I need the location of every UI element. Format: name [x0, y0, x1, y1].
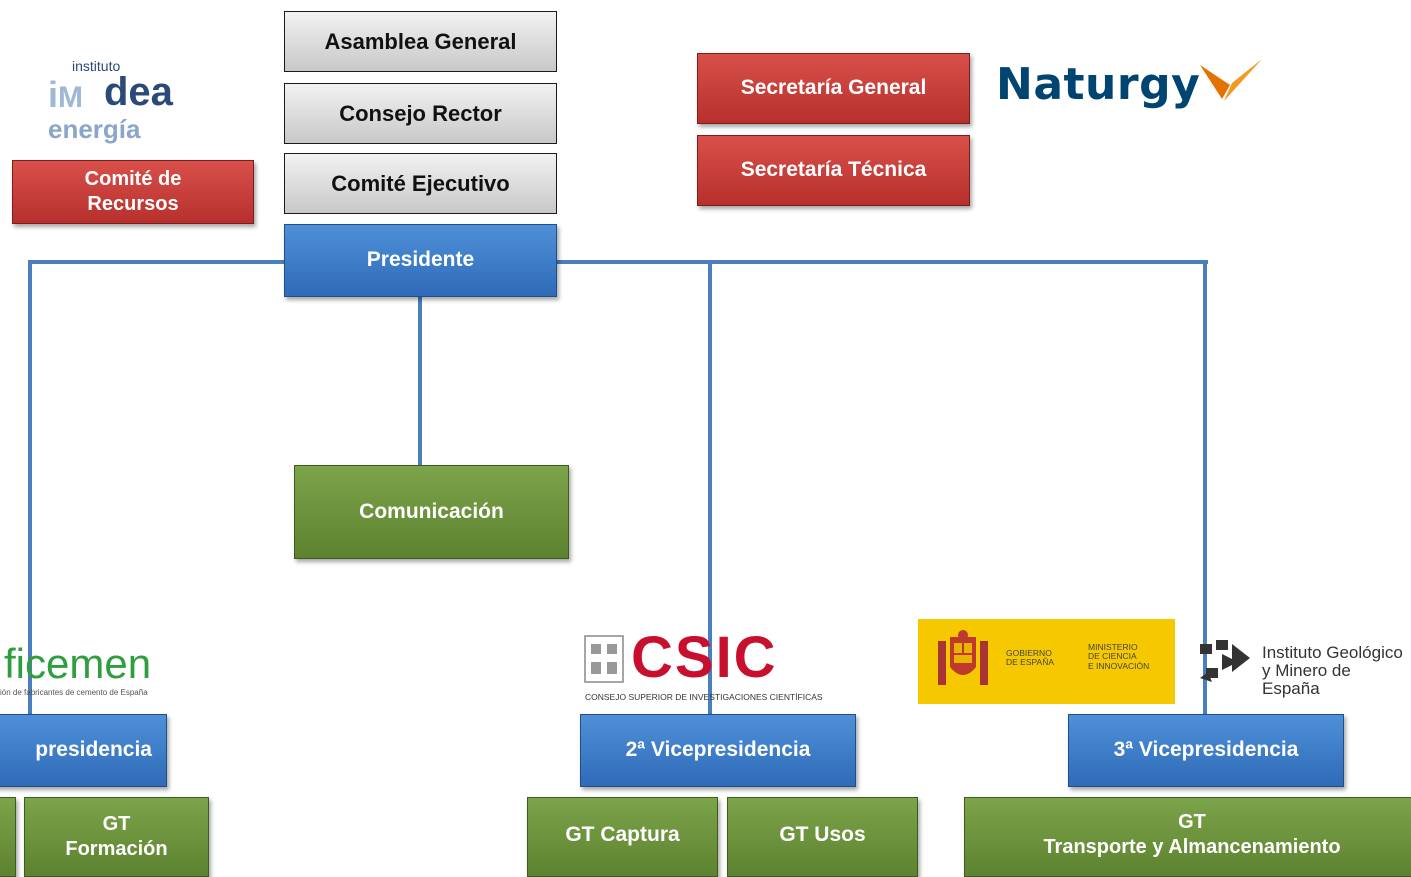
oficemen-logo: ficemen ión de fabricantes de cemento de…	[0, 640, 160, 700]
secretaria-general-box[interactable]: Secretaría General	[697, 53, 970, 124]
igme-text: Instituto Geológico y Minero de España	[1262, 643, 1403, 698]
connector-comunicacion-vertical	[418, 290, 422, 470]
first-vicepresidencia-box[interactable]: presidencia	[0, 714, 167, 787]
gobierno-text: GOBIERNO DE ESPAÑA	[1006, 648, 1055, 668]
first-vicepresidencia-label: presidencia	[35, 738, 152, 762]
gt-partial-left-box[interactable]	[0, 797, 16, 877]
oficemen-subtext: ión de fabricantes de cemento de España	[0, 688, 148, 697]
gt-transporte-almacenamiento-box[interactable]: GT Transporte y Almancenamiento	[964, 797, 1411, 877]
comite-ejecutivo-box[interactable]: Comité Ejecutivo	[284, 153, 557, 214]
imdea-sub-text: energía	[48, 114, 141, 144]
gobierno-ministerio-logo: GOBIERNO DE ESPAÑA MINISTERIO DE CIENCIA…	[918, 619, 1175, 704]
second-vicepresidencia-box[interactable]: 2ª Vicepresidencia	[580, 714, 856, 787]
imdea-energia-logo: instituto iM dea energía	[46, 58, 196, 158]
presidente-box[interactable]: Presidente	[284, 224, 557, 297]
consejo-rector-box[interactable]: Consejo Rector	[284, 83, 557, 144]
gt-usos-box[interactable]: GT Usos	[727, 797, 918, 877]
spain-coat-of-arms-icon	[938, 630, 988, 685]
csic-emblem-icon	[584, 635, 624, 683]
connector-second-vice-vertical	[708, 260, 712, 720]
csic-subtext: CONSEJO SUPERIOR DE INVESTIGACIONES CIEN…	[585, 692, 823, 702]
imdea-small-text: instituto	[72, 58, 121, 74]
csic-logo: CSIC CONSEJO SUPERIOR DE INVESTIGACIONES…	[583, 625, 845, 704]
igme-mark-icon	[1200, 640, 1250, 682]
connector-left-vertical	[28, 260, 32, 715]
asamblea-general-box[interactable]: Asamblea General	[284, 11, 557, 72]
naturgy-text: Naturgy	[996, 59, 1201, 110]
comite-recursos-box[interactable]: Comité de Recursos	[12, 160, 254, 224]
imdea-main-text: dea	[104, 70, 173, 114]
third-vicepresidencia-box[interactable]: 3ª Vicepresidencia	[1068, 714, 1344, 787]
connector-third-vice-vertical	[1203, 260, 1207, 720]
oficemen-text: ficemen	[4, 640, 152, 687]
igme-logo: Instituto Geológico y Minero de España	[1196, 636, 1411, 698]
secretaria-tecnica-box[interactable]: Secretaría Técnica	[697, 135, 970, 206]
gt-formacion-box[interactable]: GT Formación	[24, 797, 209, 877]
ministerio-text: MINISTERIO DE CIENCIA E INNOVACIÓN	[1088, 642, 1150, 671]
naturgy-logo: Naturgy	[996, 55, 1276, 115]
naturgy-butterfly-icon	[1200, 59, 1262, 101]
csic-text: CSIC	[631, 625, 778, 690]
gt-captura-box[interactable]: GT Captura	[527, 797, 718, 877]
comunicacion-box[interactable]: Comunicación	[294, 465, 569, 559]
imdea-im-mark: iM	[48, 74, 84, 115]
connector-main-horizontal	[28, 260, 1208, 264]
